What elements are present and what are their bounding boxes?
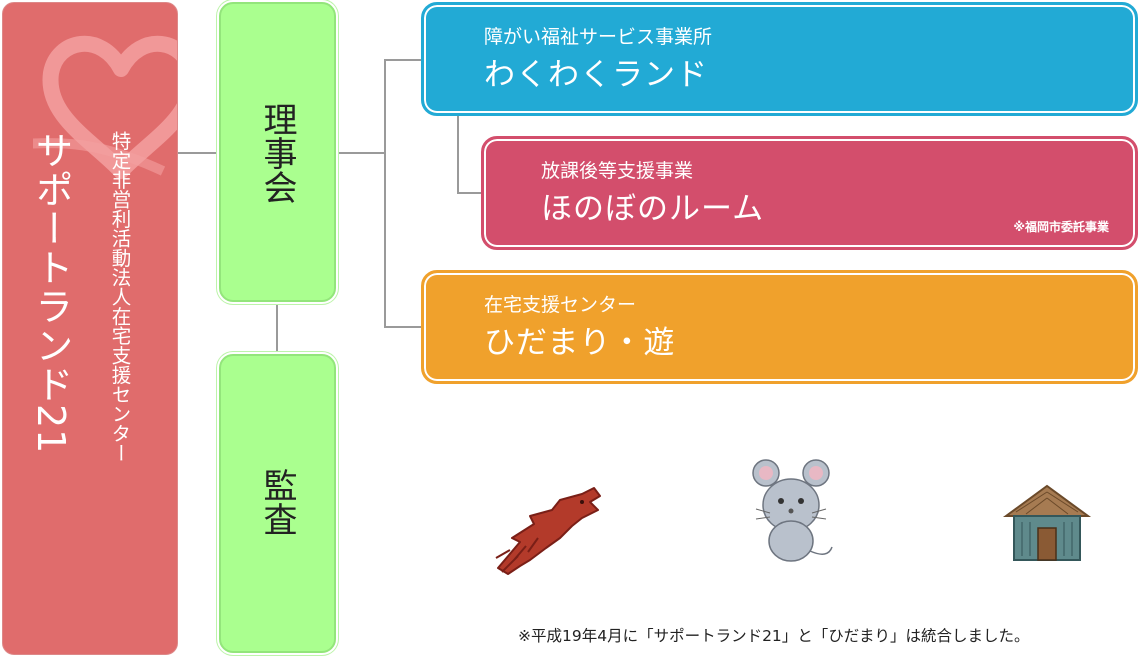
program-hidamari-yu: 在宅支援センター ひだまり・遊	[421, 270, 1138, 384]
board-label: 理事会	[257, 102, 297, 204]
house-drawing-icon	[1002, 484, 1092, 561]
program-name: ひだまり・遊	[484, 325, 676, 361]
connector-bus-blue	[384, 59, 421, 61]
connector-bus-vertical	[384, 59, 386, 328]
program-name: わくわくランド	[484, 57, 708, 93]
mouse-drawing-icon	[752, 459, 833, 562]
audit-box: 監査	[219, 354, 336, 653]
organization-type: 特定非営利活動法人在宅支援センター	[108, 131, 131, 463]
connector-board-bus	[336, 152, 386, 154]
organization-box: サポートランド21 特定非営利活動法人在宅支援センター	[2, 2, 178, 655]
connector-blue-pink-vertical	[457, 116, 459, 194]
organization-name: サポートランド21	[29, 131, 73, 455]
program-subtitle: 放課後等支援事業	[541, 160, 694, 182]
program-name: ほのぼのルーム	[541, 191, 765, 227]
program-subtitle: 障がい福祉サービス事業所	[484, 26, 713, 48]
program-wakuwaku-land: 障がい福祉サービス事業所 わくわくランド	[421, 2, 1138, 116]
connector-blue-pink	[457, 192, 481, 194]
footnote: ※平成19年4月に「サポートランド21」と「ひだまり」は統合しました。	[518, 627, 1030, 645]
board-box: 理事会	[219, 2, 336, 302]
boar-drawing-icon	[495, 487, 601, 575]
program-note: ※福岡市委託事業	[1013, 220, 1109, 234]
program-subtitle: 在宅支援センター	[484, 294, 637, 316]
program-honobono-room: 放課後等支援事業 ほのぼのルーム ※福岡市委託事業	[481, 136, 1138, 250]
connector-org-board	[178, 152, 219, 154]
audit-label: 監査	[257, 468, 297, 536]
connector-board-audit	[276, 302, 278, 354]
heart-logo-icon	[33, 36, 177, 179]
connector-bus-orange	[384, 326, 421, 328]
